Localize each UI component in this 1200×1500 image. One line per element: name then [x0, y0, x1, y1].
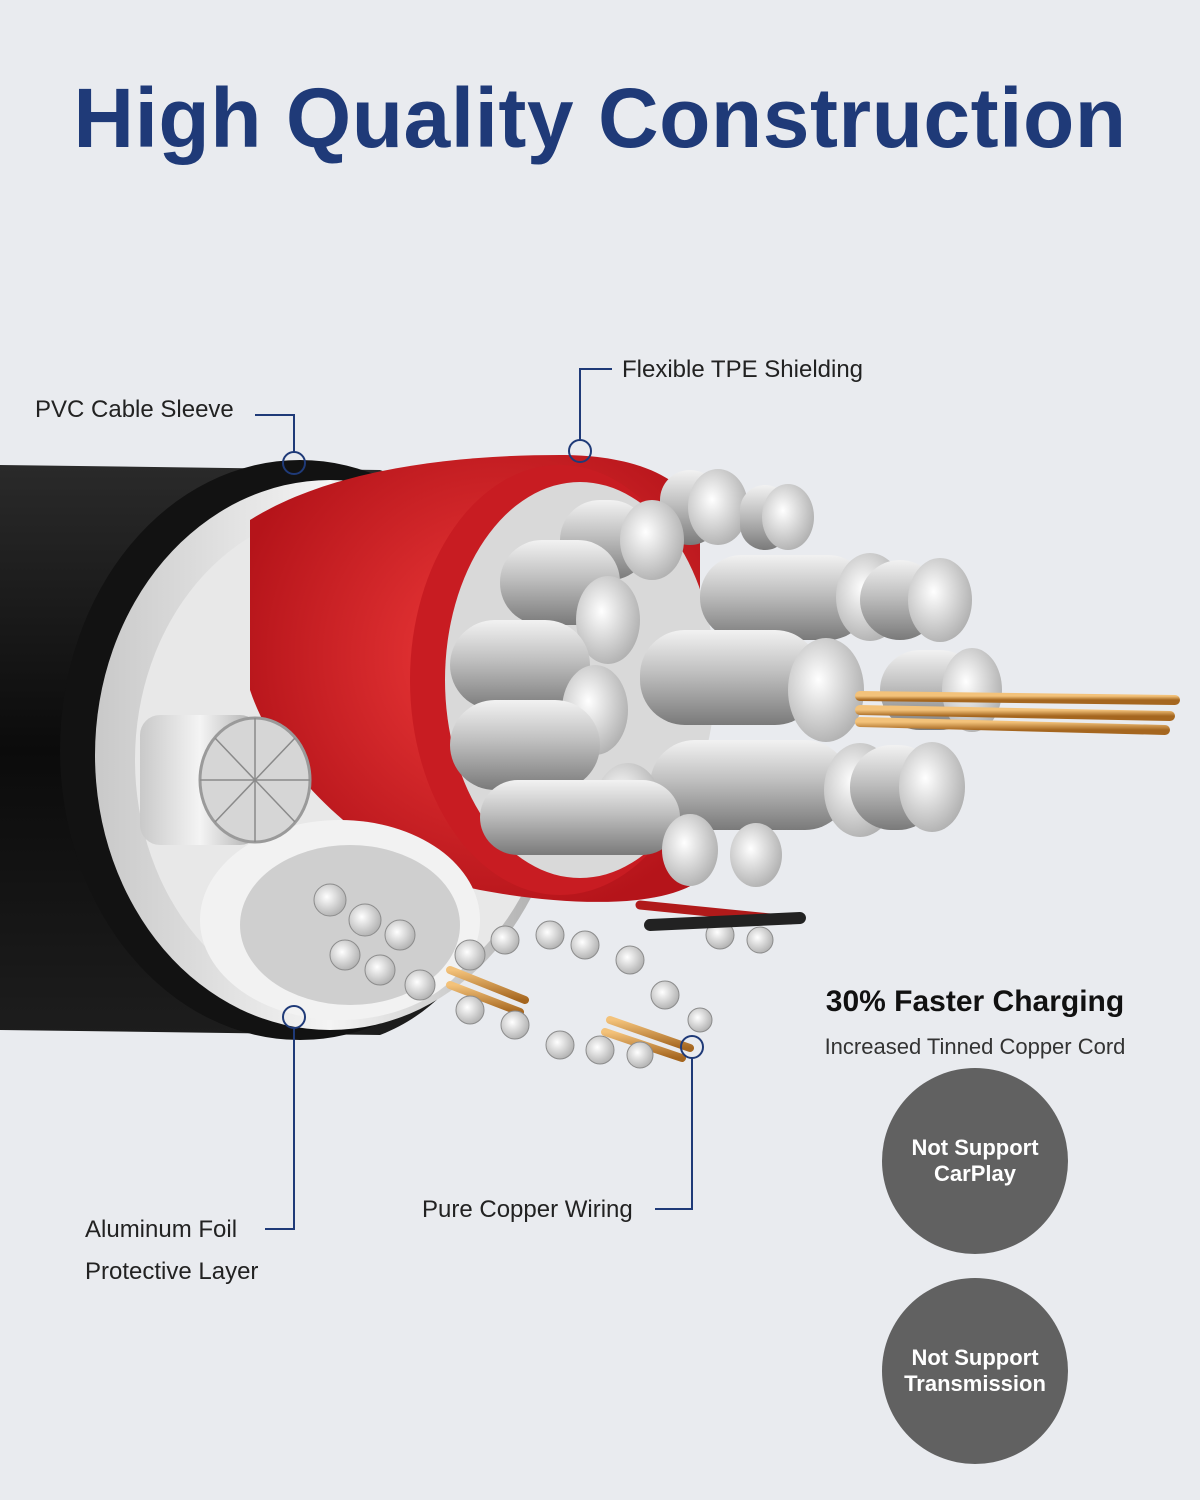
- pvc-callout-marker: [282, 451, 306, 475]
- tpe-callout-line: [579, 368, 612, 440]
- red-black-strands: [635, 900, 806, 931]
- lower-silver-strands: [313, 883, 774, 1069]
- badge-label: Not Support CarPlay: [911, 1134, 1039, 1186]
- copper-wiring-label: Pure Copper Wiring: [422, 1196, 633, 1223]
- not-support-carplay-badge: Not Support CarPlay: [882, 1068, 1068, 1254]
- page-title: High Quality Construction: [73, 71, 1127, 165]
- foil-callout-marker: [282, 1005, 306, 1029]
- not-support-transmission-badge: Not Support Transmission: [882, 1278, 1068, 1464]
- foil-callout-line: [265, 1028, 295, 1230]
- copper-callout-marker: [680, 1035, 704, 1059]
- tpe-callout-marker: [568, 439, 592, 463]
- pvc-callout-line: [255, 414, 295, 452]
- feature-subtitle: Increased Tinned Copper Cord: [824, 1034, 1126, 1059]
- lower-wire-bundle: [200, 820, 480, 1020]
- aluminum-foil-label-line2: Protective Layer: [85, 1258, 259, 1285]
- tpe-shielding-label: Flexible TPE Shielding: [622, 356, 864, 383]
- badge-label: Not Support Transmission: [904, 1344, 1046, 1396]
- aluminum-foil-label-line1: Aluminum Foil: [85, 1216, 238, 1243]
- copper-callout-line: [655, 1058, 693, 1210]
- feature-title: 30% Faster Charging: [825, 985, 1125, 1018]
- pvc-sleeve-label: PVC Cable Sleeve: [35, 396, 234, 423]
- foil-coil: [140, 715, 312, 845]
- silver-conductor-rods: [450, 469, 1002, 887]
- callout-lines: [255, 368, 704, 1230]
